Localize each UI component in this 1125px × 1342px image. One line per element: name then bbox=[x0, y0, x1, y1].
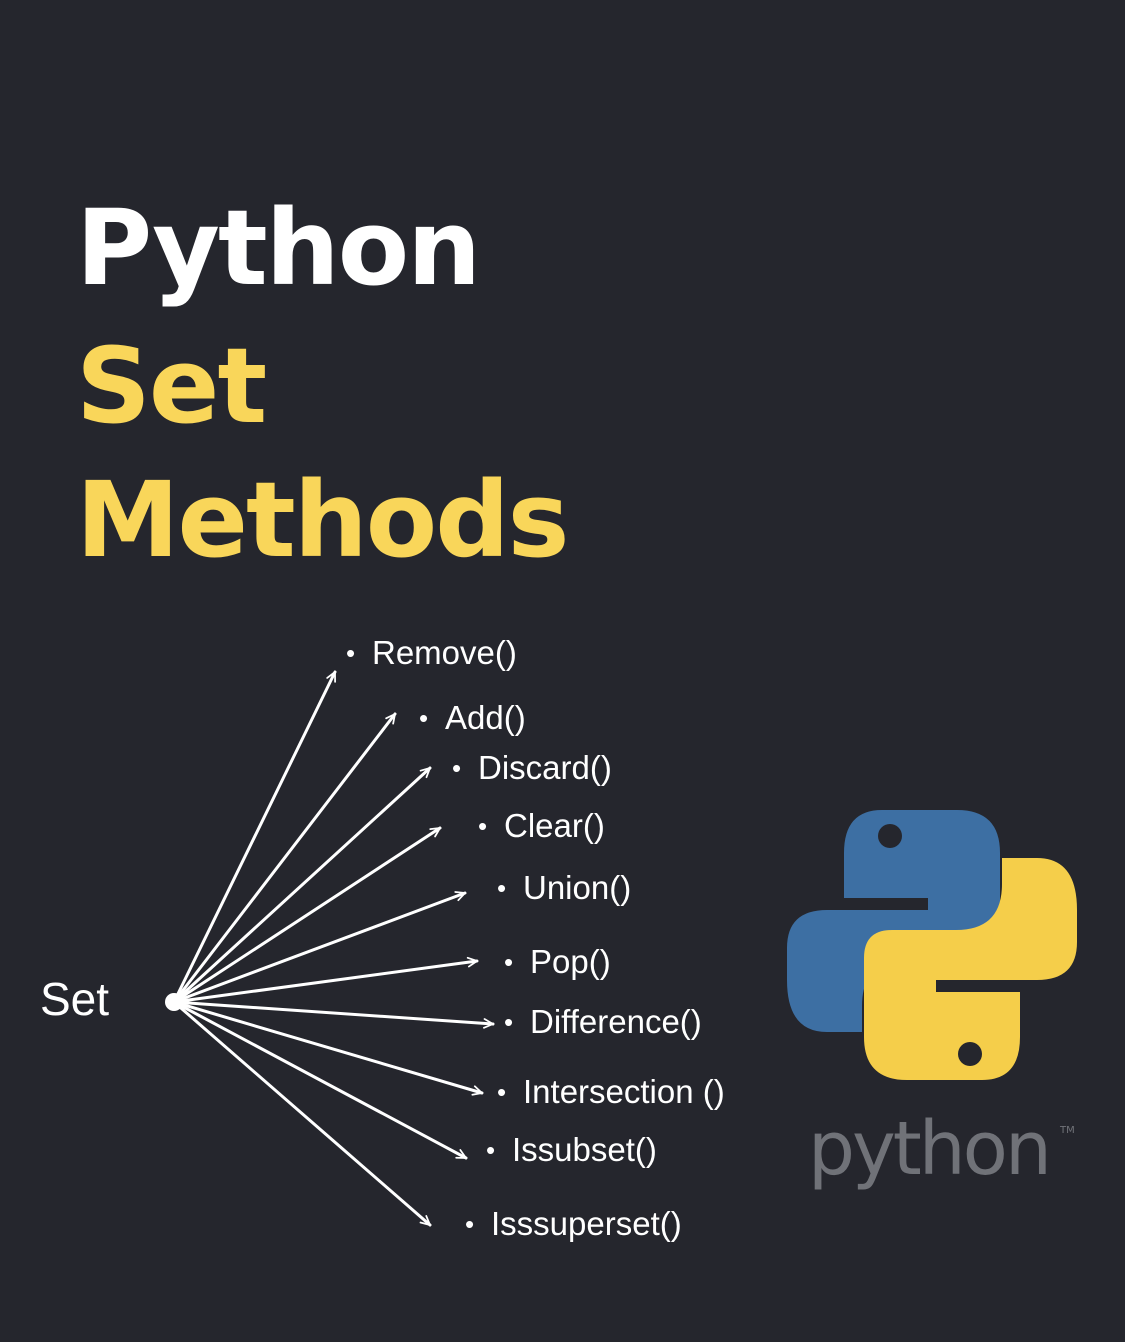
arrow bbox=[172, 1000, 468, 1160]
bullet-dot: • bbox=[452, 753, 462, 783]
method-item: • Pop() bbox=[504, 942, 611, 982]
bullet-dot: • bbox=[497, 873, 507, 903]
arrow bbox=[172, 712, 397, 1004]
bullet-dot: • bbox=[504, 947, 514, 977]
method-item: • Isssuperset() bbox=[465, 1204, 682, 1244]
method-label: Remove() bbox=[372, 634, 517, 671]
arrow bbox=[172, 670, 337, 1004]
method-item: • Union() bbox=[497, 868, 631, 908]
arrow bbox=[172, 1000, 484, 1096]
bullet-dot: • bbox=[465, 1209, 475, 1239]
arrow bbox=[172, 766, 432, 1004]
method-label: Union() bbox=[523, 869, 632, 906]
arrow bbox=[172, 1000, 495, 1029]
title-python: Python bbox=[76, 187, 481, 309]
bullet-dot: • bbox=[346, 638, 356, 668]
bullet-dot: • bbox=[419, 703, 429, 733]
method-item: • Remove() bbox=[346, 633, 517, 673]
method-item: • Discard() bbox=[452, 748, 612, 788]
python-logo-icon bbox=[787, 810, 1077, 1080]
method-label: Pop() bbox=[530, 943, 611, 980]
trademark-mark: TM bbox=[1060, 1125, 1075, 1136]
bullet-dot: • bbox=[486, 1135, 496, 1165]
method-label: Clear() bbox=[504, 807, 605, 844]
bullet-dot: • bbox=[497, 1077, 507, 1107]
method-item: • Issubset() bbox=[486, 1130, 657, 1170]
method-label: Discard() bbox=[478, 749, 612, 786]
arrow bbox=[172, 956, 479, 1004]
method-item: • Difference() bbox=[504, 1002, 702, 1042]
method-label: Issubset() bbox=[512, 1131, 657, 1168]
arrow bbox=[172, 1000, 432, 1227]
title-methods: Methods bbox=[76, 459, 570, 581]
arrow bbox=[172, 826, 442, 1004]
set-origin-node bbox=[165, 993, 183, 1011]
method-item: • Intersection () bbox=[497, 1072, 725, 1112]
method-label: Intersection () bbox=[523, 1073, 725, 1110]
method-label: Difference() bbox=[530, 1003, 702, 1040]
method-item: • Clear() bbox=[478, 806, 605, 846]
title-set: Set bbox=[76, 325, 267, 447]
arrow bbox=[172, 891, 467, 1004]
python-wordmark: python bbox=[808, 1106, 1052, 1192]
set-label: Set bbox=[40, 973, 110, 1025]
bullet-dot: • bbox=[478, 811, 488, 841]
method-label: Add() bbox=[445, 699, 526, 736]
method-item: • Add() bbox=[419, 698, 526, 738]
arrows-group bbox=[172, 670, 495, 1227]
bullet-dot: • bbox=[504, 1007, 514, 1037]
method-label: Isssuperset() bbox=[491, 1205, 682, 1242]
